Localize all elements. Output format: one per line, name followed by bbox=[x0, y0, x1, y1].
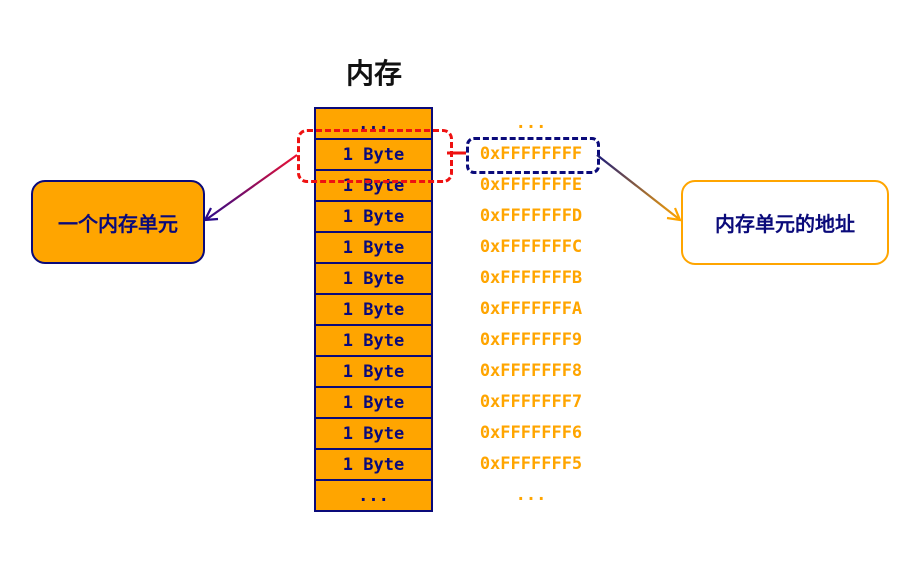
address-value: 0xFFFFFFF6 bbox=[479, 422, 583, 443]
arrow-to-memory-unit bbox=[206, 154, 298, 220]
memory-cell: 1 Byte bbox=[316, 202, 431, 233]
address-value: 0xFFFFFFFB bbox=[479, 267, 583, 288]
memory-cell: 1 Byte bbox=[316, 295, 431, 326]
arrow-to-address-label bbox=[596, 154, 680, 220]
address-value: 0xFFFFFFF5 bbox=[479, 453, 583, 474]
memory-cell-ellipsis: ... bbox=[316, 481, 431, 512]
memory-cell: 1 Byte bbox=[316, 233, 431, 264]
address-ellipsis: ... bbox=[515, 112, 547, 133]
address-value: 0xFFFFFFF7 bbox=[479, 391, 583, 412]
memory-cell: 1 Byte bbox=[316, 450, 431, 481]
address-value: 0xFFFFFFFE bbox=[479, 174, 583, 195]
address-value: 0xFFFFFFF8 bbox=[479, 360, 583, 381]
memory-unit-label: 一个内存单元 bbox=[31, 180, 205, 264]
memory-cell: 1 Byte bbox=[316, 326, 431, 357]
address-value: 0xFFFFFFFF bbox=[479, 143, 583, 164]
memory-cell: 1 Byte bbox=[316, 419, 431, 450]
memory-cell-ellipsis: ... bbox=[316, 109, 431, 140]
memory-cell: 1 Byte bbox=[316, 388, 431, 419]
address-value: 0xFFFFFFFA bbox=[479, 298, 583, 319]
unit-address-label: 内存单元的地址 bbox=[681, 180, 889, 265]
memory-unit-highlight bbox=[297, 129, 453, 183]
address-ellipsis: ... bbox=[515, 484, 547, 505]
address-value: 0xFFFFFFFD bbox=[479, 205, 583, 226]
address-value: 0xFFFFFFF9 bbox=[479, 329, 583, 350]
address-value: 0xFFFFFFFC bbox=[479, 236, 583, 257]
memory-cell: 1 Byte bbox=[316, 264, 431, 295]
arrowhead-left-icon bbox=[203, 207, 219, 222]
diagram-title: 内存 bbox=[345, 57, 402, 90]
memory-cell: 1 Byte bbox=[316, 357, 431, 388]
memory-cell: 1 Byte bbox=[316, 140, 431, 171]
arrowhead-right-icon bbox=[666, 207, 682, 222]
